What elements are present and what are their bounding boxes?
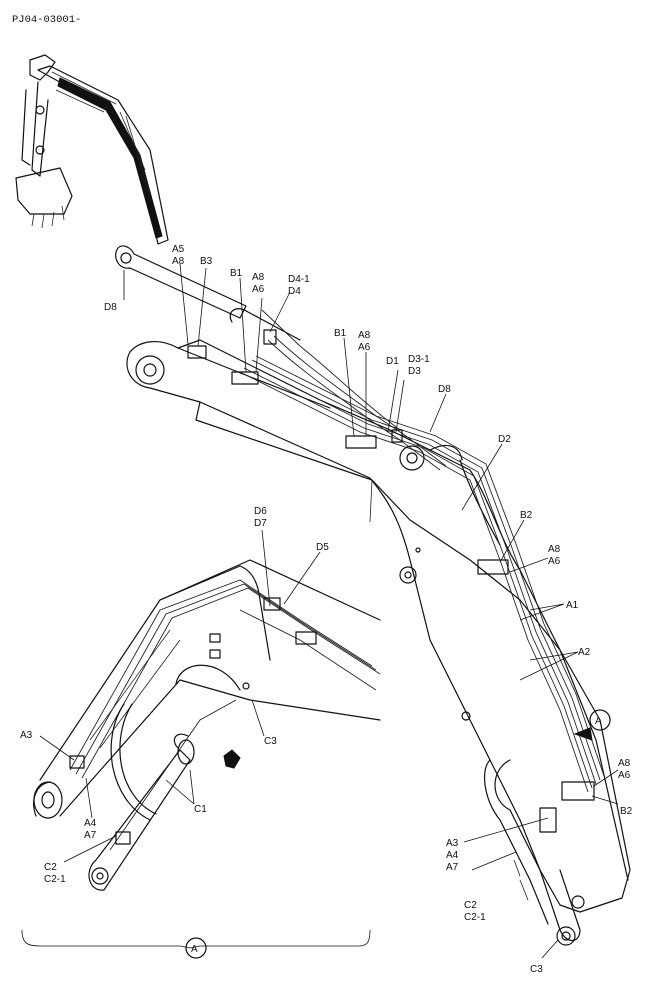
boom-hose-bundle <box>239 309 605 793</box>
label-b2-lower: B2 <box>620 806 633 817</box>
label-c2-right: C2 <box>464 900 477 911</box>
label-b2-top: B2 <box>520 510 533 521</box>
label-a8-left: A8 <box>252 272 265 283</box>
label-b3: B3 <box>200 256 213 267</box>
label-d6: D6 <box>254 506 267 517</box>
detail-view-a <box>21 559 593 949</box>
label-a6-lower: A6 <box>618 770 631 781</box>
attachment-thumbnail <box>15 54 169 245</box>
callout-labels: A5 A8 B3 D8 B1 A8 A6 D4-1 D4 B1 A8 A6 D1… <box>20 244 633 975</box>
label-a6-left: A6 <box>252 284 265 295</box>
label-c1: C1 <box>194 804 207 815</box>
label-d4-1: D4-1 <box>288 274 310 285</box>
label-a5-top: A5 <box>172 244 185 255</box>
label-a8-lower: A8 <box>618 758 631 769</box>
label-a8-mid: A8 <box>358 330 371 341</box>
label-a4-left: A4 <box>84 818 97 829</box>
label-a8-right: A8 <box>548 544 561 555</box>
label-c2-1-right: C2-1 <box>464 912 486 923</box>
label-a6-right: A6 <box>548 556 561 567</box>
label-c2-left: C2 <box>44 862 57 873</box>
label-a1: A1 <box>566 600 579 611</box>
drawing-code: PJ04-03001- <box>12 14 81 26</box>
label-d5: D5 <box>316 542 329 553</box>
label-c3-right: C3 <box>530 964 543 975</box>
label-b1-left: B1 <box>230 268 243 279</box>
leader-lines <box>39 263 619 959</box>
label-d8-right: D8 <box>438 384 451 395</box>
clamps-main <box>187 329 595 833</box>
label-d1: D1 <box>386 356 399 367</box>
boom-main <box>115 245 631 946</box>
label-a7-left: A7 <box>84 830 97 841</box>
view-marker-a-text: A <box>595 716 602 727</box>
label-b1-right: B1 <box>334 328 347 339</box>
label-c2-1-left: C2-1 <box>44 874 66 885</box>
label-d7: D7 <box>254 518 267 529</box>
label-d3: D3 <box>408 366 421 377</box>
label-d8-left: D8 <box>104 302 117 313</box>
label-c3-left: C3 <box>264 736 277 747</box>
label-d3-1: D3-1 <box>408 354 430 365</box>
label-a3-left: A3 <box>20 730 33 741</box>
label-a7-right: A7 <box>446 862 459 873</box>
label-d4: D4 <box>288 286 301 297</box>
view-caption-a: A <box>185 937 207 959</box>
view-marker-a: A <box>589 709 611 731</box>
view-caption-a-text: A <box>191 944 198 955</box>
label-d2: D2 <box>498 434 511 445</box>
label-a4-right: A4 <box>446 850 459 861</box>
label-a2: A2 <box>578 647 591 658</box>
label-a3-right: A3 <box>446 838 459 849</box>
label-a8-top: A8 <box>172 256 185 267</box>
label-a6-mid: A6 <box>358 342 371 353</box>
